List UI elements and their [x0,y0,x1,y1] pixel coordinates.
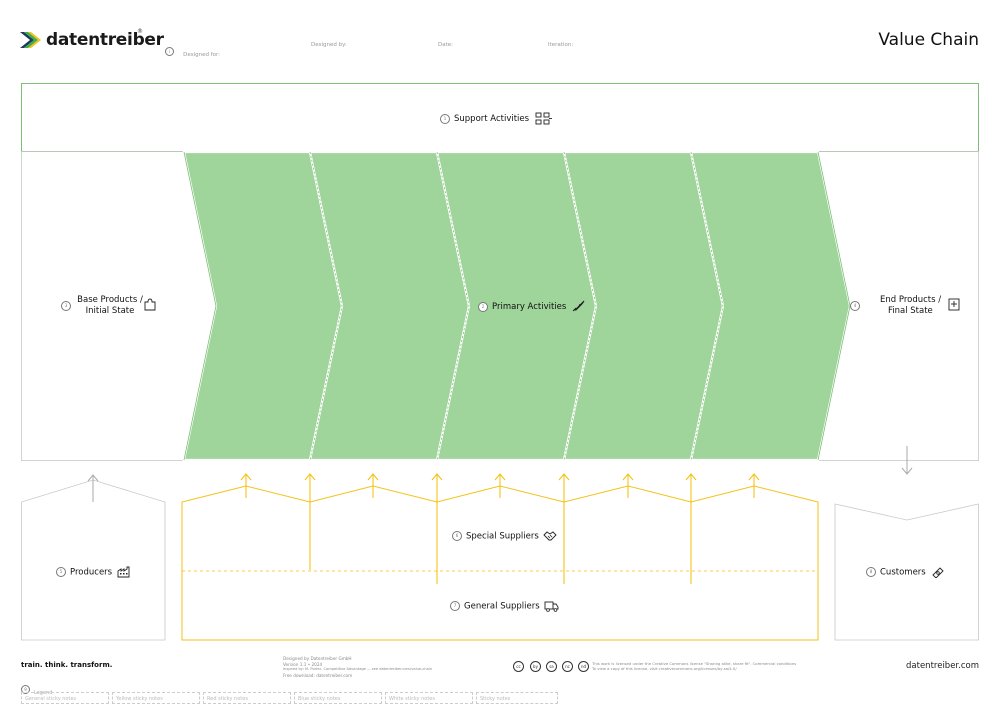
support-activities-label: 1 Support Activities [440,112,570,125]
special-number: 6 [452,531,462,541]
producers-box [21,479,166,641]
legend-item-6: Sticky notes [476,692,558,704]
customers-arrow [901,446,913,475]
end-products-line1: End Products / [880,295,942,305]
header-field-1[interactable]: i Designed for: [165,41,305,60]
tagline: train. think. transform. [21,661,113,669]
legend-item-2: Yellow sticky notes [112,692,200,704]
legend-item-3: Red sticky notes [203,692,291,704]
legend-number: 9 [21,685,30,694]
base-products-line2: Initial State [85,306,135,316]
primary-activities-text: Primary Activities [492,302,567,312]
sa-icon: sa [546,661,557,672]
end-number: 4 [850,301,860,311]
network-icon [535,112,552,125]
primary-number: 2 [478,301,488,312]
customers-label: 8 Customers [866,566,956,579]
general-suppliers-text: General Suppliers [464,601,540,612]
legend-item-1: General sticky notes [21,692,109,704]
customers-box [834,503,979,641]
credits-line-2: Version 1.1 • 2024 [283,661,323,667]
credits-line-3: Inspired by: M. Porter, Competitive Adva… [283,667,433,671]
producers-label: 5 Producers [56,566,146,579]
header-field-3[interactable]: Date: [438,42,453,48]
header-field-2[interactable]: Designed by: [311,42,347,48]
nc-icon: nc [562,661,573,672]
brand-mark: ® [137,28,143,35]
legend-header: 9Legend [21,679,52,698]
producers-arrow [87,474,99,502]
chevron-1 [182,150,344,462]
supplier-arrows [240,473,760,584]
general-number: 7 [450,601,460,611]
support-number: 1 [440,113,450,124]
chevron-dashes [309,151,724,461]
site-link[interactable]: datentreiber.com [906,661,979,671]
support-activities-text: Support Activities [454,114,530,124]
legend-item-5: White sticky notes [385,692,473,704]
credits-line-1: Designed by Datentreiber GmbH [283,656,352,661]
license-text: This work is licensed under the Creative… [592,661,797,671]
truck-icon [544,601,559,612]
suppliers-box [181,485,819,641]
legend-item-4: Blue sticky notes [294,692,382,704]
brand-logo: datentreiber ® [20,28,164,50]
legend-title: Legend [34,690,53,696]
header-field-4[interactable]: Iteration: [548,42,574,48]
base-products-line1: Base Products / [77,295,143,305]
nd-icon: nd [578,661,589,672]
datentreiber-logo-icon [20,32,41,48]
end-products-line2: Final State [888,306,933,316]
brand-name: datentreiber [46,30,164,50]
cc-icon: cc [513,661,524,672]
base-products-label: 3 Base Products / Initial State [60,295,160,317]
customers-number: 8 [866,567,876,577]
handshake-icon [543,531,558,541]
base-number: 3 [61,301,71,311]
credits-line-4: Free download: datentreiber.com [283,672,353,678]
credits: Designed by Datentreiber GmbH Version 1.… [283,656,463,678]
license-line-1: This work is licensed under the Creative… [592,661,797,666]
end-products-label: 4 End Products / Final State [850,295,968,317]
license-line-2: To view a copy of this license, visit cr… [592,666,737,671]
designed-for-label: Designed for: [183,52,221,58]
customers-text: Customers [880,567,926,578]
special-suppliers-label: 6 Special Suppliers [452,530,562,543]
by-icon: by [530,661,541,672]
primary-activities-label: 2 Primary Activities [478,300,598,313]
puzzle-icon [144,298,156,311]
box-icon [948,298,960,311]
page-title: Value Chain [878,30,979,50]
money-icon [932,567,945,579]
producers-number: 5 [56,567,66,577]
general-suppliers-label: 7 General Suppliers [450,600,560,613]
special-suppliers-text: Special Suppliers [466,531,539,542]
factory-icon [117,566,130,578]
producers-text: Producers [70,567,113,578]
info-icon: i [165,47,174,56]
rocket-icon [572,300,585,312]
